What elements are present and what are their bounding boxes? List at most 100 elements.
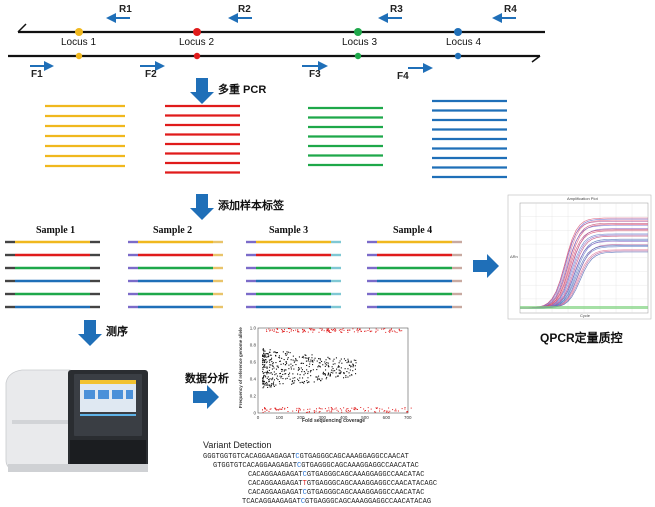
variant-sequence-line: GTGGTGTCACAGGAAGAGATCGTGAGGGCAGCAAAGGAGG…	[213, 462, 419, 470]
scatter-point	[325, 378, 327, 380]
scatter-point	[262, 377, 264, 379]
scatter-point	[353, 359, 355, 361]
scatter-point	[294, 377, 296, 379]
scatter-point	[308, 359, 310, 361]
scatter-point	[272, 377, 274, 379]
scatter-point	[279, 375, 281, 377]
scatter-point	[389, 331, 391, 333]
scatter-point	[275, 368, 277, 370]
scatter-point	[263, 349, 265, 351]
scatter-point	[389, 410, 391, 412]
scatter-point	[406, 411, 408, 413]
scatter-point	[271, 383, 273, 385]
scatter-point	[316, 408, 317, 410]
scatter-point	[266, 366, 268, 368]
scatter-point	[312, 364, 314, 366]
scatter-point	[336, 409, 338, 411]
scatter-point	[262, 369, 264, 371]
scatter-point	[321, 330, 323, 331]
scatter-point	[341, 411, 343, 413]
scatter-point	[298, 368, 300, 370]
scatter-point	[365, 410, 366, 411]
scatter-point	[327, 372, 329, 374]
scatter-point	[350, 360, 352, 362]
scatter-point	[301, 362, 303, 364]
scatter-point	[355, 408, 357, 410]
scatter-point	[304, 331, 306, 333]
scatter-point	[263, 366, 265, 368]
scatter-point	[343, 373, 345, 375]
scatter-point	[269, 372, 271, 374]
scatter-point	[318, 375, 320, 377]
scatter-point	[330, 332, 332, 333]
scatter-point	[327, 356, 329, 358]
scatter-point	[283, 359, 285, 361]
variant-sequence-line: CACAGGAAGAGATTGTGAGGGCAGCAAAGGAGGCCAACAT…	[248, 480, 438, 488]
scatter-point	[349, 375, 351, 377]
primer-r4-label: R4	[504, 4, 517, 15]
scatter-point	[306, 357, 308, 359]
scatter-point	[275, 362, 277, 364]
scatter-point	[272, 383, 274, 385]
scatter-point	[277, 328, 279, 330]
scatter-point	[266, 373, 268, 375]
scatter-point	[263, 354, 265, 356]
scatter-point	[326, 331, 328, 333]
scatter-point	[346, 408, 348, 410]
scatter-point	[275, 409, 277, 411]
scatter-point	[313, 410, 315, 412]
scatter-point	[359, 329, 361, 331]
scatter-point	[318, 411, 320, 413]
scatter-point	[347, 410, 349, 411]
scatter-point	[292, 355, 294, 357]
qpcr-chart-xlabel: Cycle	[580, 313, 591, 318]
scatter-point	[329, 411, 331, 413]
scatter-point	[268, 379, 270, 381]
scatter-point	[265, 384, 267, 386]
scatter-point	[308, 381, 310, 383]
scatter-point	[312, 361, 314, 363]
scatter-point	[365, 330, 367, 332]
scatter-point	[349, 369, 351, 371]
scatter-point	[284, 369, 286, 371]
scatter-point	[296, 407, 298, 409]
scatter-point	[287, 357, 289, 359]
scatter-point	[279, 373, 281, 375]
scatter-point	[290, 368, 292, 370]
scatter-point	[337, 366, 339, 368]
scatter-point	[355, 359, 357, 361]
scatter-point	[303, 381, 305, 383]
scatter-point	[314, 329, 316, 331]
scatter-point	[401, 330, 403, 332]
scatter-point	[312, 331, 314, 333]
scatter-point	[332, 363, 334, 365]
scatter-point	[357, 328, 359, 330]
scatter-point	[334, 328, 336, 330]
scatter-point	[329, 374, 331, 376]
scatter-point	[265, 371, 267, 373]
scatter-point	[339, 373, 341, 375]
primer-f2-label: F2	[145, 69, 157, 80]
scatter-point	[394, 410, 396, 412]
scatter-point	[269, 361, 271, 363]
scatter-point	[292, 382, 294, 384]
scatter-point	[354, 365, 356, 367]
scatter-point	[389, 329, 390, 331]
scatter-point	[327, 328, 329, 330]
scatter-point	[339, 372, 341, 374]
scatter-point	[355, 373, 357, 375]
scatter-point	[319, 411, 321, 412]
scatter-point	[328, 407, 330, 409]
scatter-point	[284, 353, 286, 355]
scatter-point	[293, 361, 295, 363]
scatter-point	[396, 331, 398, 333]
scatter-point	[262, 378, 264, 380]
scatter-point	[326, 410, 328, 412]
scatter-point	[322, 364, 324, 366]
scatter-point	[281, 331, 283, 333]
scatter-point	[281, 357, 283, 359]
scatter-point	[326, 362, 328, 364]
scatter-point	[334, 363, 336, 365]
scatter-point	[376, 408, 378, 409]
scatter-point	[265, 376, 267, 378]
